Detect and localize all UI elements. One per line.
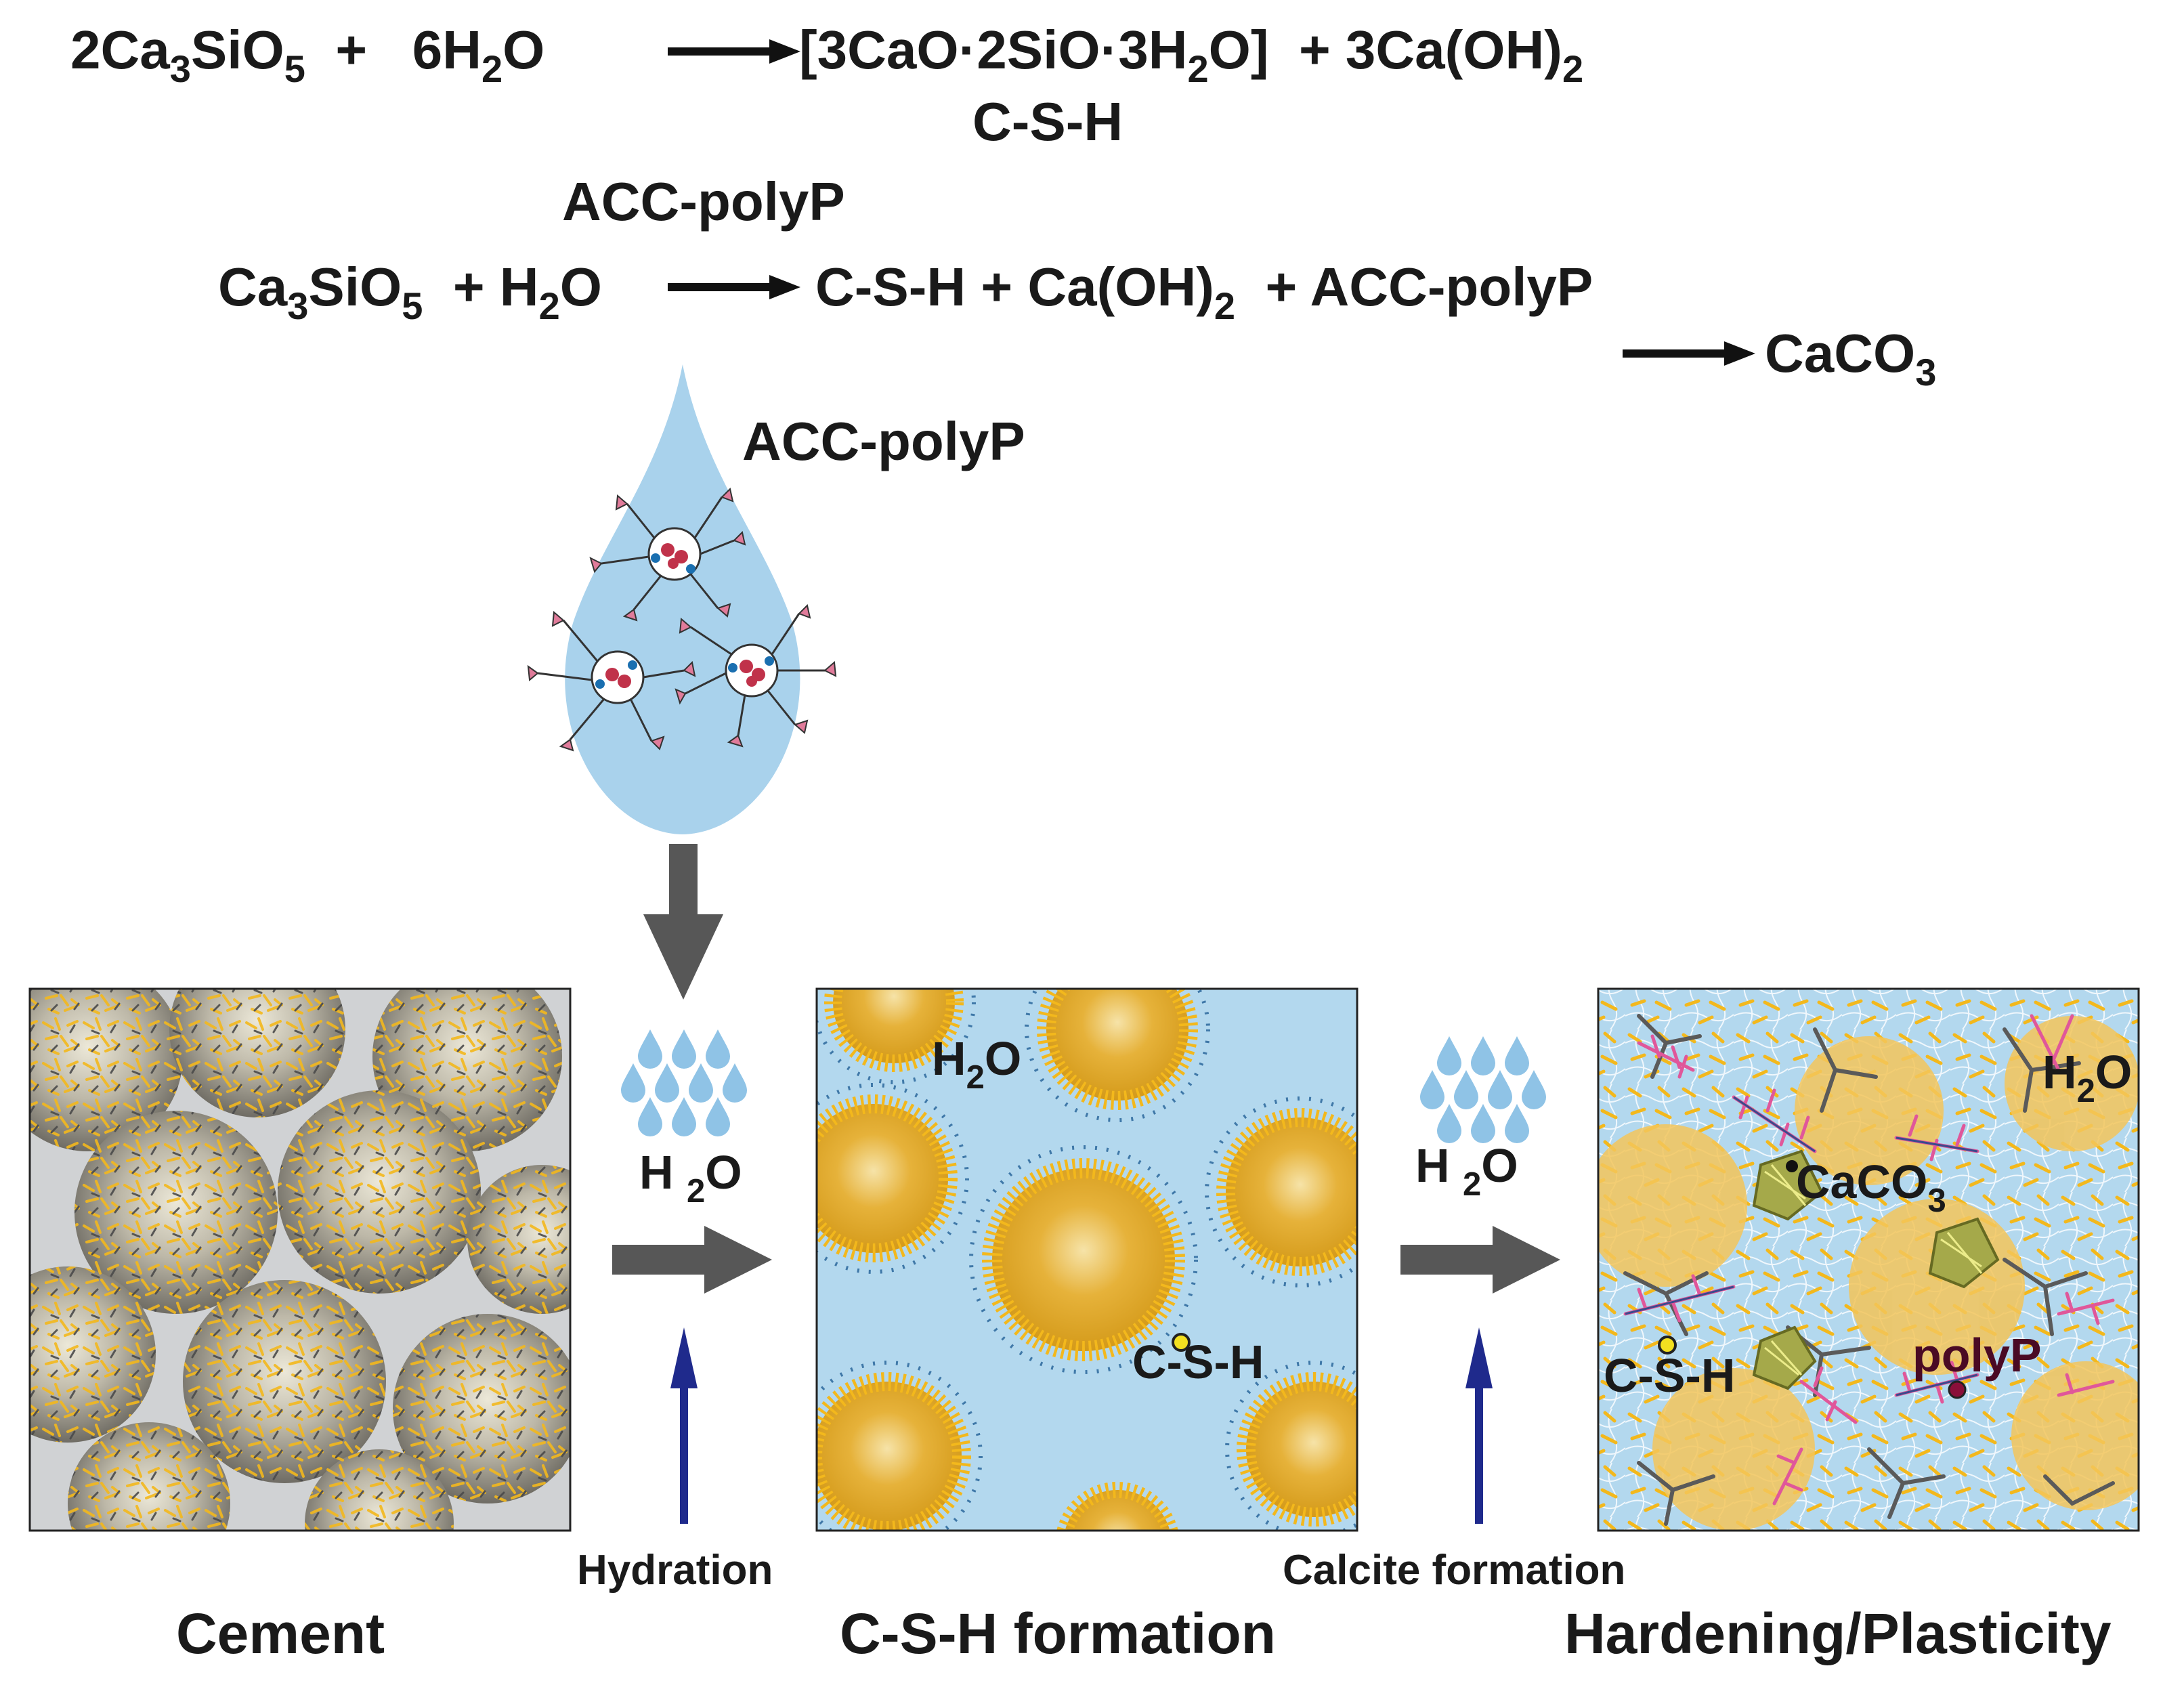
equation-2-products: C-S-H + Ca(OH)2 + ACC-polyP: [815, 257, 1593, 325]
subscript: 2: [687, 1173, 706, 1210]
equation-1-csh-label: C-S-H: [972, 91, 1123, 152]
hardening-caption: Hardening/Plasticity: [1564, 1602, 2112, 1665]
caco3-crystal-lines: [1764, 1164, 1983, 1376]
hydration-label: Hydration: [577, 1547, 773, 1594]
equation-1-reactants: 2Ca3SiO5 + 6H2O: [70, 20, 545, 88]
formula-text: + 6H: [305, 20, 482, 80]
hardening-panel: [1597, 987, 2140, 1532]
calcite-water-label: H 2O: [1415, 1139, 1518, 1201]
hydration-arrow: [612, 1226, 772, 1294]
calcite-formation-label: Calcite formation: [1283, 1547, 1626, 1594]
calcite-arrow: [1400, 1226, 1560, 1294]
formula-text: O: [2095, 1046, 2133, 1099]
hardening-branch-network: [1623, 1014, 2115, 1526]
formula-text: O: [1481, 1139, 1518, 1192]
formula-text: CaCO: [1796, 1155, 1928, 1208]
subscript: 2: [966, 1059, 985, 1096]
subscript: 2: [2076, 1073, 2095, 1109]
formula-text: CaCO: [1765, 323, 1916, 383]
subscript: 2: [1214, 284, 1236, 327]
catalyst-label: ACC-polyP: [562, 171, 845, 232]
hardening-water-label: H2O: [2042, 1046, 2133, 1108]
subscript: 5: [284, 47, 305, 90]
formula-text: O: [984, 1032, 1022, 1085]
equation-3-arrow: [1623, 340, 1758, 370]
cement-caption: Cement: [176, 1602, 385, 1665]
hardening-csh-label: C-S-H: [1604, 1349, 1736, 1402]
subscript: 3: [287, 284, 309, 327]
csh-formation-caption: C-S-H formation: [840, 1602, 1276, 1665]
formula-text: H: [639, 1146, 687, 1199]
equation-2-reactants: Ca3SiO5 + H2O: [218, 257, 602, 325]
equation-1-arrow: [668, 38, 803, 68]
calcite-water-drops: [1420, 1036, 1546, 1143]
caco3-label: CaCO3: [1796, 1155, 1946, 1218]
cement-grains: [30, 989, 570, 1531]
formula-text: O: [502, 20, 545, 80]
formula-text: H: [2042, 1046, 2077, 1099]
calcite-up-arrow: [1465, 1327, 1493, 1524]
csh-marker: [1172, 1333, 1191, 1352]
subscript: 2: [1187, 47, 1209, 90]
csh-panel-csh-label: C-S-H: [1132, 1336, 1264, 1388]
equation-2-arrow: [668, 274, 803, 304]
polyp-fiber-cores: [1625, 1096, 1978, 1396]
formula-text: O: [705, 1146, 742, 1199]
formula-text: Ca: [218, 257, 288, 317]
hydration-water-drops: [621, 1029, 747, 1136]
hydration-up-arrow: [670, 1327, 698, 1524]
subscript: 3: [1915, 351, 1937, 393]
formula-text: O: [559, 257, 602, 317]
hardening-csh-clusters: [1598, 1016, 2139, 1531]
formula-text: H: [1415, 1139, 1463, 1192]
caco3-marker: [1786, 1160, 1798, 1172]
csh-panel: [815, 987, 1358, 1532]
cement-panel: [28, 987, 572, 1532]
hardening-csh-marker: [1658, 1336, 1677, 1355]
subscript: 3: [1927, 1182, 1946, 1219]
formula-text: C-S-H + Ca(OH): [815, 257, 1214, 317]
droplet-down-arrow: [643, 844, 723, 1000]
formula-text: SiO: [190, 20, 284, 80]
csh-panel-water-label: H2O: [932, 1032, 1022, 1094]
polyp-marker: [1948, 1380, 1967, 1399]
acc-nanoparticles: [527, 488, 837, 752]
equation-1-products: [3CaO·2SiO·3H2O] + 3Ca(OH)2: [799, 20, 1583, 88]
formula-text: O] + 3Ca(OH): [1208, 20, 1562, 80]
hydration-water-label: H 2O: [639, 1146, 742, 1208]
droplet-label: ACC-polyP: [742, 411, 1025, 471]
subscript: 5: [402, 284, 423, 327]
formula-text: SiO: [308, 257, 402, 317]
csh-grains: [817, 989, 1357, 1531]
formula-text: [3CaO·2SiO·3H: [799, 20, 1188, 80]
formula-text: + ACC-polyP: [1235, 257, 1593, 317]
formula-text: + H: [423, 257, 539, 317]
subscript: 2: [538, 284, 560, 327]
subscript: 2: [1463, 1166, 1482, 1203]
formula-text: 2Ca: [70, 20, 170, 80]
formula-text: H: [932, 1032, 966, 1085]
subscript: 3: [169, 47, 191, 90]
polyp-label: polyP: [1912, 1329, 2042, 1382]
subscript: 2: [1562, 47, 1584, 90]
subscript: 2: [481, 47, 503, 90]
equation-3-product: CaCO3: [1765, 323, 1936, 391]
